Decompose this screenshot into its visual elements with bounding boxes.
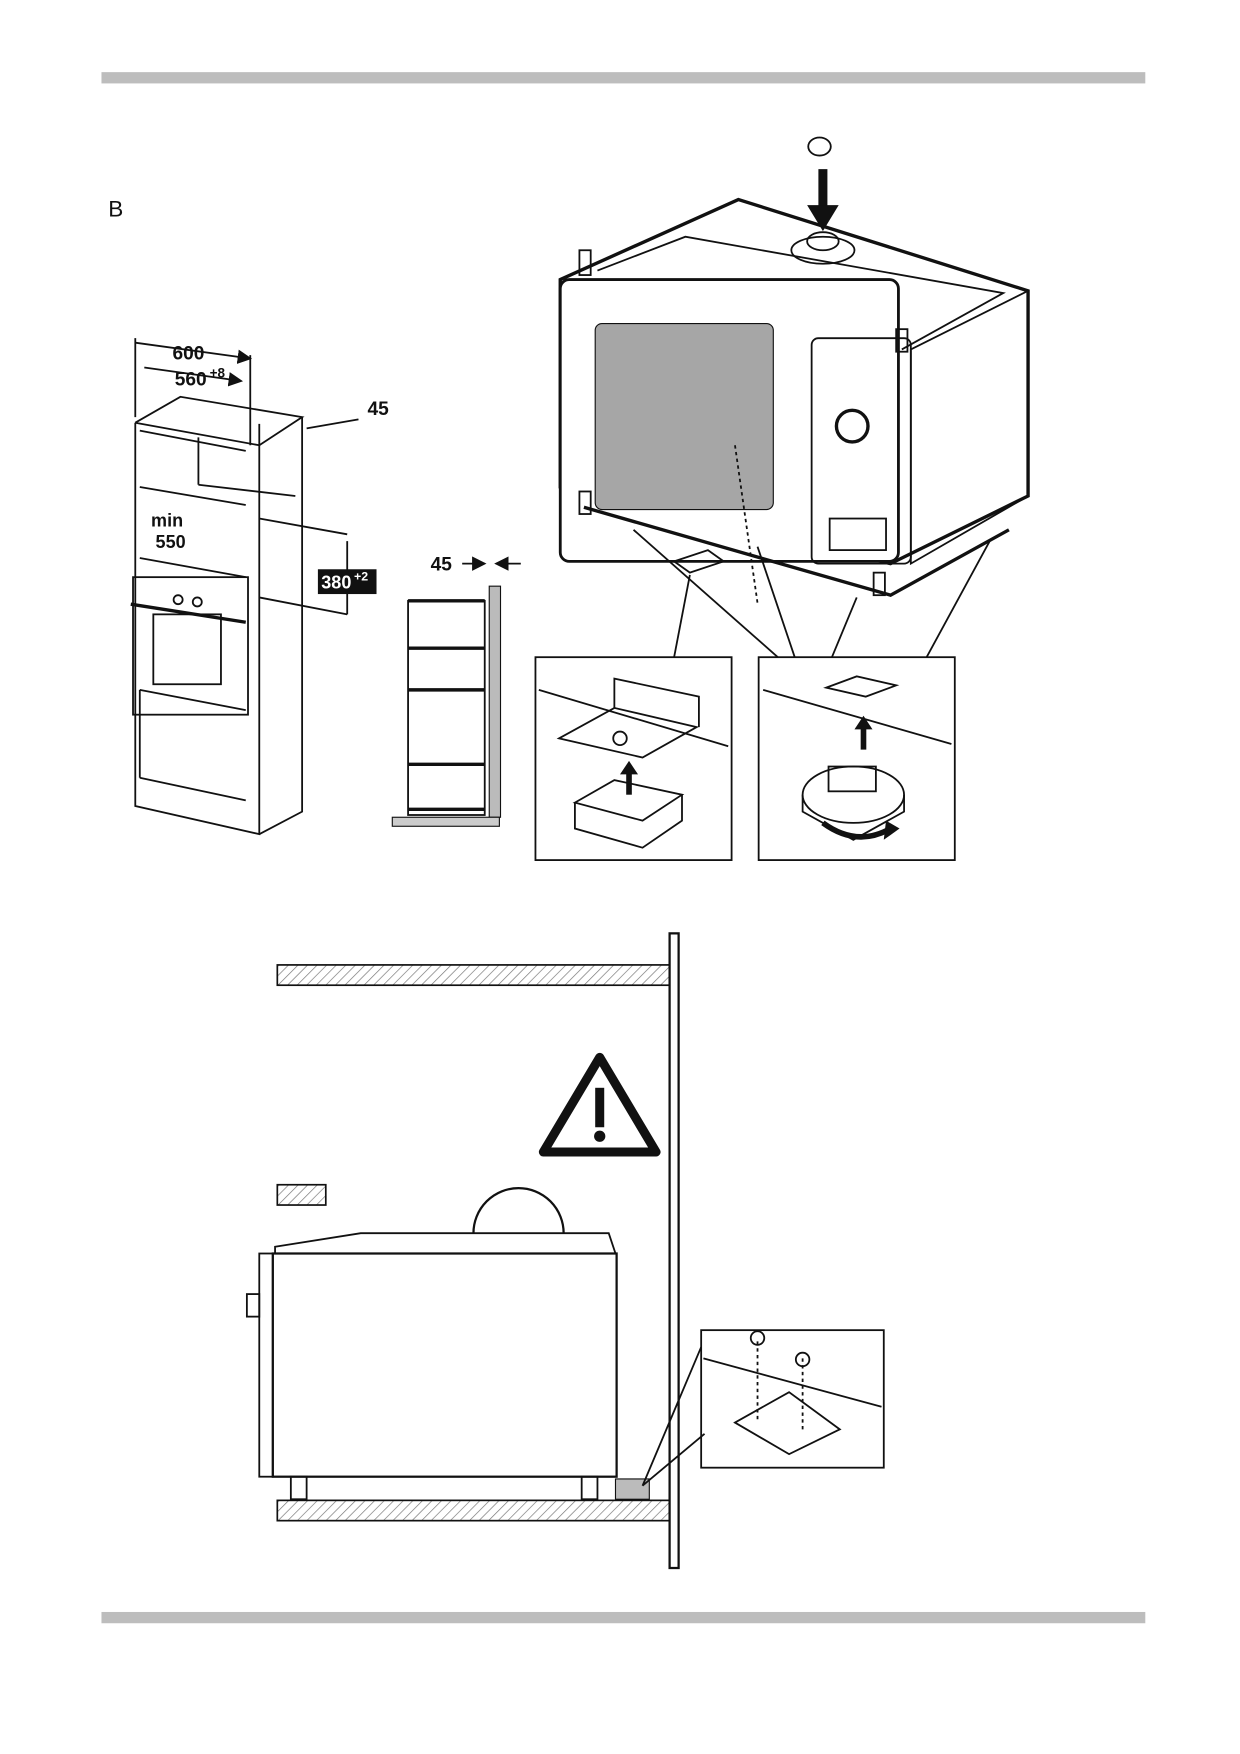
microwave-drawing [558,136,1030,658]
dim-depth-gap-top: 45 [367,399,389,420]
oven-window [594,322,774,511]
side-installation-drawing [245,932,885,1570]
dim-min-label: min [151,510,183,530]
dim-width-tolerance: +8 [210,366,226,381]
dim-side-gap: 45 [431,554,453,575]
dim-width-outer: 600 [172,344,204,365]
figure-label: B [108,196,123,221]
warning-icon [538,1052,661,1157]
foot-detail [757,656,956,861]
bracket-detail [534,656,733,861]
dimension-lines [134,338,521,616]
dim-min-depth: 550 [156,532,186,552]
bottom-rule [101,1611,1146,1624]
height-badge [317,569,377,595]
dim-width-inner: 560 [175,370,207,391]
dim-height: 380 [321,572,351,592]
dim-height-tolerance: +2 [354,570,368,584]
side-section-drawing [391,585,502,827]
top-rule [101,72,1146,84]
tall-cabinet-drawing [130,395,305,836]
